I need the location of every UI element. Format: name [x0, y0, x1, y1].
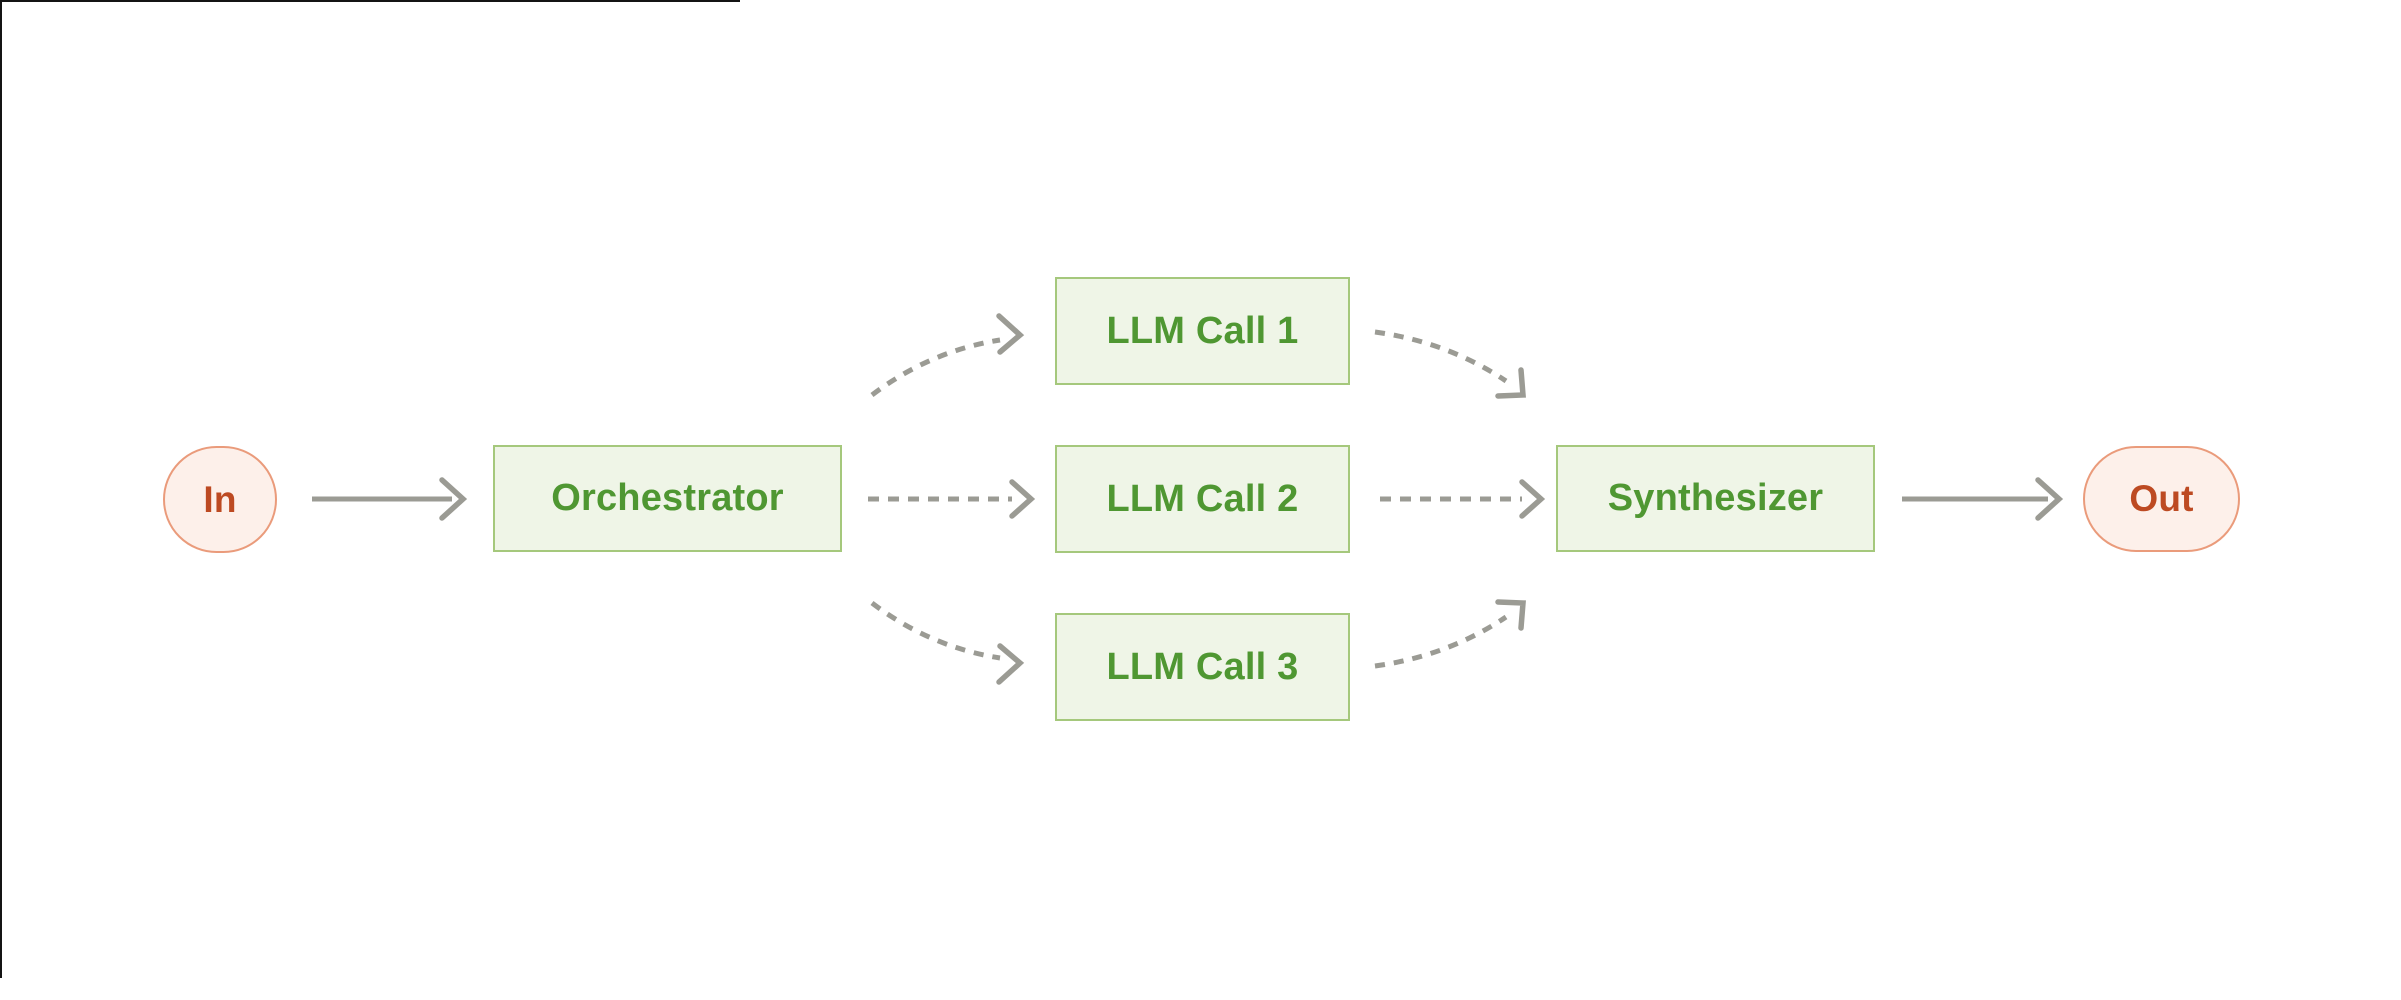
node-synthesizer-label: Synthesizer: [1607, 477, 1824, 519]
edge-orchestrator-to-llm-call-1-arrow: [870, 313, 1025, 397]
node-llm-call-1-label: LLM Call 1: [1106, 309, 1299, 352]
arrowhead-corner-down-icon: [1495, 367, 1526, 399]
node-llm-call-1: LLM Call 1: [1055, 277, 1350, 385]
node-orchestrator-label: Orchestrator: [551, 477, 784, 519]
node-llm-call-3: LLM Call 3: [1055, 613, 1350, 721]
arrowhead-right-icon: [1009, 479, 1036, 519]
node-in-label: In: [203, 478, 237, 520]
node-in: In: [163, 446, 277, 553]
window-frame-left-edge: [0, 0, 2, 978]
arrowhead-right-icon: [2035, 477, 2064, 521]
node-llm-call-2: LLM Call 2: [1055, 445, 1350, 553]
node-llm-call-3-label: LLM Call 3: [1106, 645, 1299, 688]
edge-llm-call-1-to-synthesizer-arrow: [1374, 329, 1526, 399]
edge-orchestrator-to-llm-call-2-arrow: [868, 479, 1036, 519]
arrowhead-up-right-icon: [996, 313, 1025, 355]
edge-llm-call-2-to-synthesizer-arrow: [1380, 479, 1546, 519]
node-out-label: Out: [2129, 478, 2194, 519]
node-llm-call-2-label: LLM Call 2: [1106, 477, 1299, 520]
node-out: Out: [2083, 446, 2240, 552]
edge-synthesizer-to-out-arrow: [1902, 477, 2064, 521]
window-frame-top-edge: [0, 0, 740, 2]
arrowhead-right-icon: [1519, 479, 1546, 519]
arrowhead-right-icon: [439, 477, 468, 521]
edge-in-to-orchestrator-arrow: [312, 477, 468, 521]
node-orchestrator: Orchestrator: [493, 445, 842, 552]
arrowhead-corner-up-icon: [1495, 599, 1526, 631]
edge-llm-call-3-to-synthesizer-arrow: [1374, 599, 1526, 669]
node-synthesizer: Synthesizer: [1556, 445, 1875, 552]
edge-orchestrator-to-llm-call-3-arrow: [870, 601, 1025, 685]
arrowhead-down-right-icon: [996, 643, 1025, 685]
